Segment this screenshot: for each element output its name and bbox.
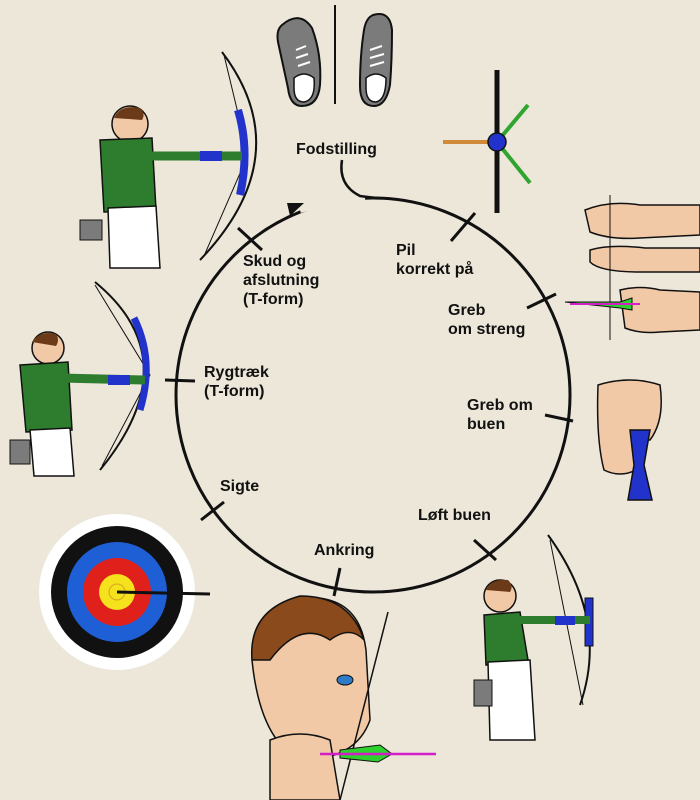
- tick-greb-streng: [526, 292, 557, 310]
- step-label-pil: Pil korrekt på: [396, 242, 474, 278]
- tick-loeft-buen: [472, 538, 498, 562]
- step-label-rygtraek: Rygtræk (T-form): [204, 364, 269, 400]
- archer-anchor-face: [251, 595, 436, 800]
- tick-greb-buen: [544, 413, 574, 423]
- fodstilling-connector: [340, 159, 381, 200]
- archer-raising-bow: [473, 534, 594, 741]
- target-illustration: [39, 514, 211, 670]
- step-label-skud: Skud og afslutning (T-form): [243, 253, 320, 308]
- step-label-loeft-buen: Løft buen: [418, 507, 491, 524]
- archer-full-draw: [9, 281, 151, 477]
- step-label-greb-buen: Greb om buen: [467, 397, 533, 433]
- cycle-gap: [299, 195, 366, 213]
- tick-rygtraek: [164, 378, 196, 383]
- step-label-ankring: Ankring: [314, 542, 375, 559]
- cycle-arrow-head: [287, 203, 304, 216]
- shoes-illustration: [276, 5, 394, 108]
- step-label-sigte: Sigte: [220, 478, 260, 495]
- bow-grip-illustration: [596, 379, 662, 501]
- step-label-greb-streng: Greb om streng: [448, 302, 526, 338]
- string-grip-illustration: [564, 195, 700, 340]
- step-label-fodstilling: Fodstilling: [296, 141, 377, 158]
- tick-skud: [236, 226, 264, 252]
- tick-sigte: [200, 500, 225, 522]
- tick-ankring: [332, 567, 342, 597]
- archer-release: [79, 51, 258, 269]
- tick-pil: [449, 212, 477, 242]
- arrow-nock-illustration: [443, 70, 532, 213]
